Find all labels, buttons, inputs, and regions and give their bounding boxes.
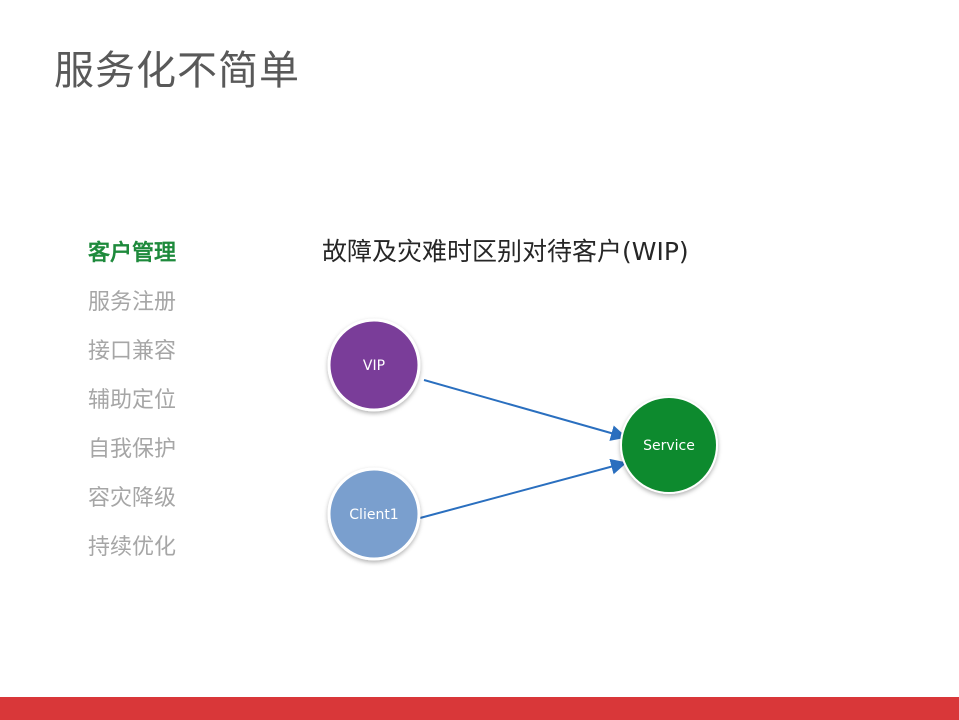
menu-item-self-protection[interactable]: 自我保护	[88, 437, 177, 462]
menu-item-disaster-degradation[interactable]: 容灾降级	[88, 486, 177, 511]
edge-vip-service	[423, 379, 627, 441]
diagram-title: 故障及灾难时区别对待客户(WIP)	[322, 237, 689, 266]
node-service	[620, 396, 718, 494]
node-service-label: Service	[643, 438, 695, 454]
menu-item-continuous-optimization[interactable]: 持续优化	[88, 535, 177, 560]
menu-item-interface-compatibility[interactable]: 接口兼容	[88, 339, 177, 364]
node-client1-label: Client1	[349, 507, 398, 523]
slide-title: 服务化不简单	[54, 48, 300, 94]
menu-item-service-registration[interactable]: 服务注册	[88, 290, 177, 315]
node-client1	[327, 467, 421, 561]
node-vip-label: VIP	[363, 358, 385, 374]
footer-bar	[0, 697, 959, 720]
topic-menu: 客户管理 服务注册 接口兼容 辅助定位 自我保护 容灾降级 持续优化	[88, 236, 176, 579]
edge-client1-service	[419, 458, 627, 519]
menu-item-auxiliary-location[interactable]: 辅助定位	[88, 388, 177, 413]
menu-item-customer-management[interactable]: 客户管理	[88, 241, 177, 266]
node-vip	[327, 318, 421, 412]
